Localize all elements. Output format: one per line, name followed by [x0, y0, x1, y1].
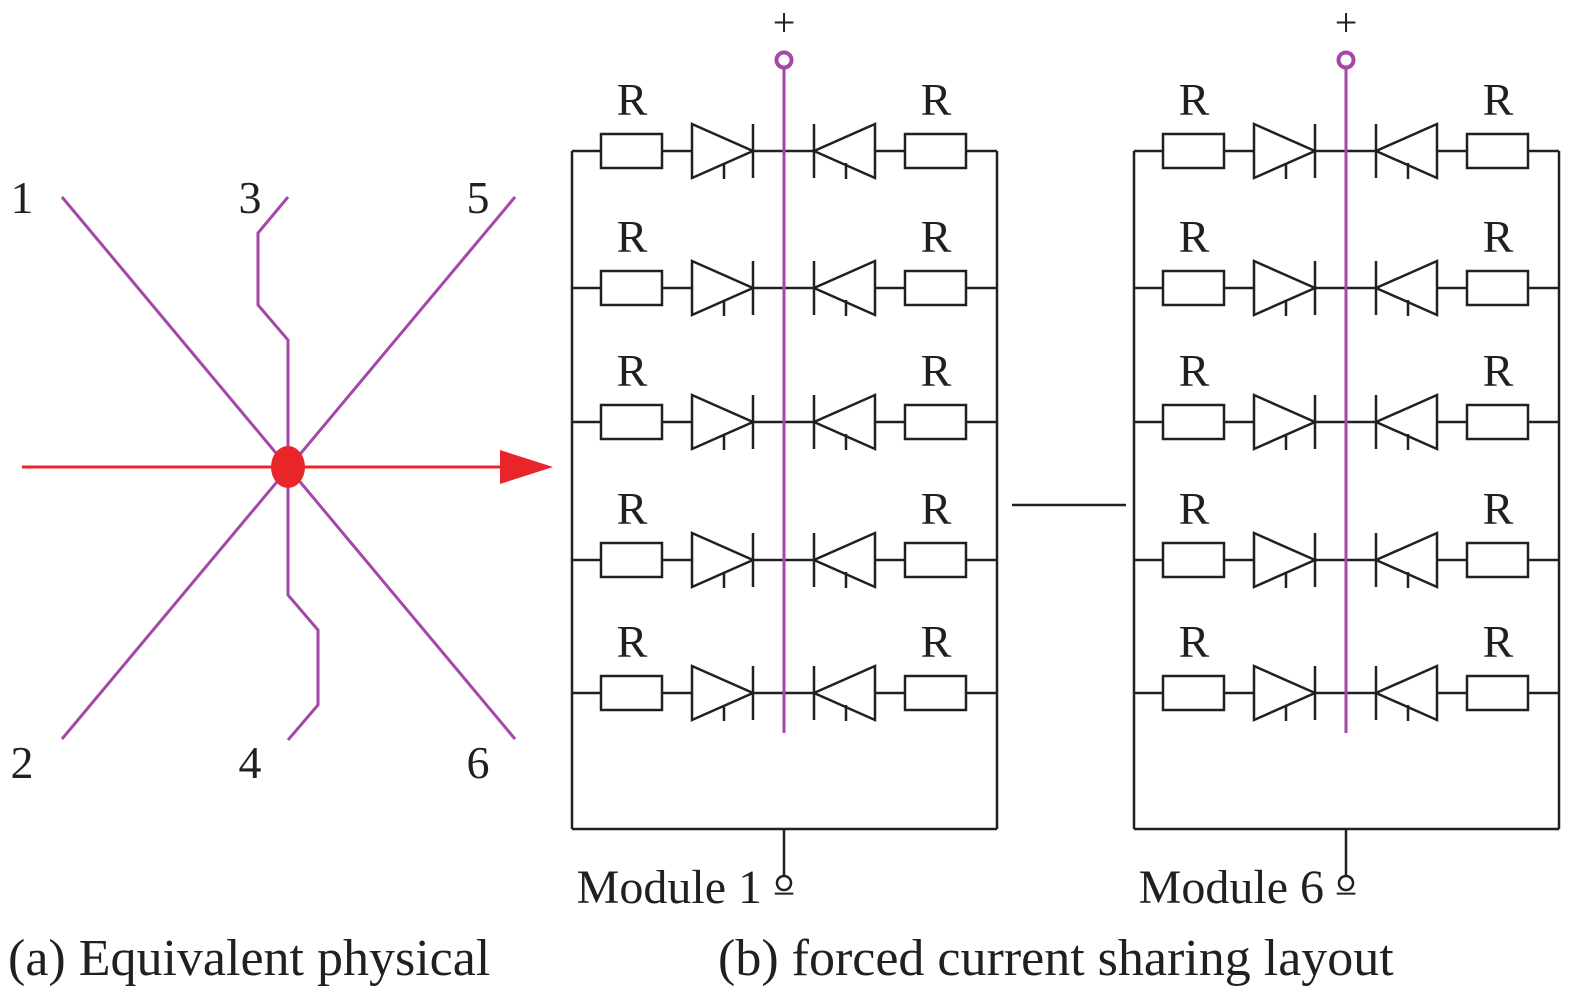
diode-right	[1372, 393, 1439, 451]
positive-sign: +	[773, 0, 796, 45]
diode-left	[690, 393, 757, 451]
resistor-left	[599, 403, 664, 441]
resistor-label-right: R	[921, 74, 952, 125]
caption-b: (b) forced current sharing layout	[718, 930, 1394, 987]
resistor-label-right: R	[921, 345, 952, 396]
resistor-label-left: R	[617, 211, 648, 262]
node-label-3: 3	[239, 172, 262, 223]
diode-right	[810, 259, 877, 317]
caption-a: (a) Equivalent physical	[8, 930, 490, 987]
current-injection-point	[271, 446, 305, 488]
resistor-label-left: R	[1179, 345, 1210, 396]
resistor-label-right: R	[1483, 345, 1514, 396]
node-label-6: 6	[467, 737, 490, 788]
resistor-label-left: R	[617, 345, 648, 396]
resistor-right	[903, 403, 968, 441]
diode-right	[810, 393, 877, 451]
diode-left	[690, 664, 757, 722]
resistor-right	[903, 541, 968, 579]
resistor-label-right: R	[921, 483, 952, 534]
diode-left	[690, 122, 757, 180]
resistor-right	[903, 674, 968, 712]
module-label: Module 6	[1139, 861, 1324, 914]
resistor-label-right: R	[1483, 74, 1514, 125]
positive-terminal	[774, 50, 794, 70]
diode-right	[810, 664, 877, 722]
positive-sign: +	[1335, 0, 1358, 45]
resistor-label-left: R	[617, 616, 648, 667]
resistor-label-left: R	[1179, 616, 1210, 667]
diode-right	[810, 122, 877, 180]
current-arrow-head	[500, 450, 553, 484]
negative-terminal	[775, 874, 793, 892]
resistor-right	[1465, 403, 1530, 441]
module-1: R R R R R R R R R R + −Module 1	[570, 0, 999, 916]
resistor-left	[1161, 674, 1226, 712]
diode-left	[1252, 122, 1319, 180]
positive-terminal	[1336, 50, 1356, 70]
node-label-4: 4	[239, 737, 262, 788]
negative-sign: −	[773, 871, 796, 916]
diode-left	[1252, 664, 1319, 722]
resistor-right	[1465, 674, 1530, 712]
diode-left	[1252, 393, 1319, 451]
resistor-right	[1465, 132, 1530, 170]
diode-left	[1252, 531, 1319, 589]
diode-left	[1252, 259, 1319, 317]
resistor-right	[903, 132, 968, 170]
resistor-label-right: R	[1483, 211, 1514, 262]
diode-left	[690, 259, 757, 317]
resistor-label-left: R	[1179, 74, 1210, 125]
resistor-right	[1465, 269, 1530, 307]
resistor-right	[903, 269, 968, 307]
resistor-left	[1161, 269, 1226, 307]
resistor-label-right: R	[921, 616, 952, 667]
resistor-label-right: R	[1483, 483, 1514, 534]
node-label-2: 2	[11, 737, 34, 788]
module-6: R R R R R R R R R R + −Module 6	[1132, 0, 1561, 916]
resistor-left	[599, 674, 664, 712]
resistor-label-left: R	[617, 483, 648, 534]
resistor-label-right: R	[1483, 616, 1514, 667]
diode-right	[1372, 259, 1439, 317]
module-label: Module 1	[577, 861, 762, 914]
resistor-left	[1161, 541, 1226, 579]
resistor-left	[1161, 403, 1226, 441]
node-label-5: 5	[467, 172, 490, 223]
resistor-left	[1161, 132, 1226, 170]
resistor-left	[599, 269, 664, 307]
node-label-1: 1	[11, 172, 34, 223]
resistor-label-right: R	[921, 211, 952, 262]
diode-right	[1372, 664, 1439, 722]
resistor-label-left: R	[1179, 211, 1210, 262]
resistor-left	[599, 541, 664, 579]
diode-right	[1372, 122, 1439, 180]
negative-terminal	[1337, 874, 1355, 892]
diode-right	[1372, 531, 1439, 589]
resistor-left	[599, 132, 664, 170]
equivalent-physical-diagram: 1 2 3 4 5 6	[11, 172, 553, 788]
resistor-right	[1465, 541, 1530, 579]
resistor-label-left: R	[617, 74, 648, 125]
diode-right	[810, 531, 877, 589]
diode-left	[690, 531, 757, 589]
resistor-label-left: R	[1179, 483, 1210, 534]
negative-sign: −	[1335, 871, 1358, 916]
